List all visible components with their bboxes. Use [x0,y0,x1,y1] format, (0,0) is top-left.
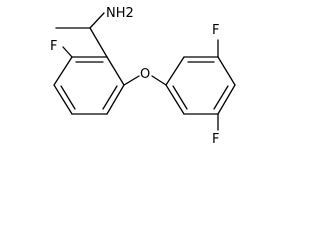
bond-carbon-nitrogen [89,12,105,29]
chemical-structure-diagram: NH2 F O F F [50,6,236,147]
bond-ring1-oxygen [123,75,140,86]
ether-oxygen-label: O [140,67,150,82]
double-bond-ring1-2 [102,85,118,110]
bond-ring2-f [165,84,185,115]
bond-oxygen-ring2 [151,75,167,86]
fluorine-top-label: F [212,23,219,38]
aminoethyl-group: NH2 [55,6,134,58]
ether-linkage: O [123,67,167,86]
double-bond-ring1-3 [60,85,76,110]
bond-ring1-b [106,56,125,86]
bond-ring1-f [53,56,73,86]
fluorine-bottom-group: F [212,113,219,147]
fluorine-top-group: F [212,23,219,58]
right-benzene-ring [165,56,236,115]
fluorine-left-group: F [50,39,73,58]
double-bond-ring2-3 [172,85,188,110]
double-bond-ring2-2 [213,85,229,110]
bond-ring1-e [53,84,73,115]
left-benzene-ring [53,56,125,115]
fluorine-bottom-label: F [212,132,219,147]
bond-ring2-a [165,56,185,86]
fluorine-left-label: F [50,39,57,54]
bond-ring1-fluorine [62,46,73,58]
bond-ring1-c [106,84,125,115]
bond-ring-to-chiral-carbon [89,27,108,58]
bond-ring2-c [217,56,236,86]
bond-ring2-d [217,84,236,115]
amine-label: NH2 [106,6,134,21]
